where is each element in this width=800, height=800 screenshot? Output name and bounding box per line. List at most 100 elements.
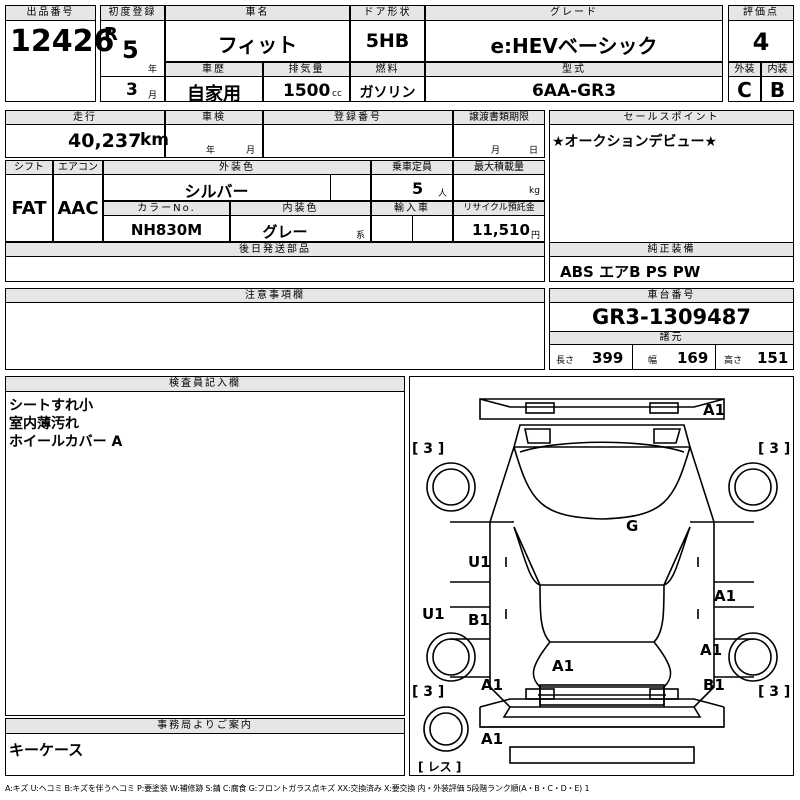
divider: [100, 76, 165, 77]
equipment: ABS エアB PS PW: [560, 263, 701, 281]
divider: [330, 175, 331, 201]
interior-grade-label: 内装: [761, 62, 794, 77]
mark-hood: G: [626, 517, 639, 535]
chassis-label: 車台番号: [549, 288, 794, 303]
capacity: 5: [412, 179, 424, 198]
color-no-label: カラーNo.: [103, 201, 230, 216]
recycle-unit: 円: [531, 231, 541, 241]
mileage: 40,237: [68, 130, 142, 152]
door-type: 5HB: [365, 30, 410, 52]
displacement-label: 排気量: [263, 62, 350, 77]
mark-left-fender: U1: [422, 605, 445, 623]
office-label: 事務局よりご案内: [5, 718, 405, 734]
history: 自家用: [187, 84, 241, 105]
inspector-note: シートすれ小: [9, 398, 93, 414]
max-load-unit: kg: [529, 186, 540, 196]
width-value: 169: [677, 349, 709, 367]
lot-number: 12426: [10, 24, 115, 59]
transfer-deadline-label: 譲渡書類期限: [453, 110, 545, 125]
tire-rear-left: [ 3 ]: [412, 684, 445, 700]
aircon-label: エアコン: [53, 160, 103, 175]
damage-diagram: A1 G U1 U1 B1 A1 A1 A1 A1 B1 A1 [ 3 ] [ …: [409, 376, 794, 776]
equipment-label: 純正装備: [549, 242, 794, 257]
int-color: グレー: [262, 223, 308, 241]
history-label: 車歴: [165, 62, 263, 77]
height-value: 151: [757, 349, 789, 367]
mark-left-rear-quarter: A1: [481, 676, 504, 694]
color-no: NH830M: [130, 221, 203, 239]
registration-month: 3: [126, 80, 138, 100]
spare-tire: [ レス ]: [418, 760, 462, 774]
capacity-unit: 人: [438, 189, 448, 199]
inspector-note: ホイールカバー A: [9, 434, 123, 450]
int-color-suffix: 系: [356, 231, 366, 241]
mark-left-rear-door: B1: [468, 611, 490, 629]
legend: A:キズ U:ヘコミ B:キズを伴うヘコミ P:要塗装 W:補修跡 S:錆 C:…: [5, 784, 590, 793]
max-load-label: 最大積載量: [453, 160, 545, 175]
transfer-day-unit: 日: [529, 146, 539, 156]
chassis-number: GR3-1309487: [591, 305, 752, 329]
car-diagram-svg: [423, 398, 778, 764]
mark-right-rear-quarter: B1: [703, 676, 725, 694]
notes-label: 注意事項欄: [5, 288, 545, 303]
inspection-month-unit: 月: [246, 146, 256, 156]
recycle-fee: 11,510: [472, 221, 530, 239]
mark-left-front-door: U1: [468, 553, 491, 571]
shift: FAT: [11, 198, 47, 219]
score: 4: [752, 28, 770, 56]
tire-icons: [423, 462, 778, 752]
exterior-grade: C: [737, 78, 752, 102]
model-label: 型式: [425, 62, 723, 77]
exterior-grade-label: 外装: [728, 62, 761, 77]
mark-right-rear-fender: A1: [700, 641, 723, 659]
score-label: 評価点: [728, 5, 794, 21]
inspector-note: 室内薄汚れ: [9, 416, 79, 432]
inspection-year-unit: 年: [206, 146, 216, 156]
mark-trunk: A1: [552, 657, 575, 675]
divider: [632, 345, 633, 370]
width-label: 幅: [648, 356, 658, 366]
era-mark: R: [104, 24, 118, 45]
height-label: 高さ: [724, 356, 743, 366]
car-name-label: 車名: [165, 5, 350, 21]
inspection-label: 車検: [165, 110, 263, 125]
office-note: キーケース: [9, 741, 84, 759]
registration-year: 5: [122, 36, 139, 64]
divider: [412, 216, 413, 242]
interior-grade: B: [769, 78, 786, 102]
grade-label: グレード: [425, 5, 723, 21]
length-value: 399: [592, 349, 624, 367]
import-label: 輸入車: [371, 201, 453, 216]
reg-number-label: 登録番号: [263, 110, 453, 125]
tire-front-right: [ 3 ]: [758, 441, 791, 457]
capacity-label: 乗車定員: [371, 160, 453, 175]
aircon: AAC: [57, 198, 99, 219]
ext-color-label: 外装色: [103, 160, 371, 175]
tire-front-left: [ 3 ]: [412, 441, 445, 457]
displacement: 1500: [283, 81, 331, 101]
displacement-unit: cc: [332, 89, 342, 99]
mileage-unit: km: [140, 130, 170, 150]
year-unit: 年: [148, 65, 158, 75]
fuel: ガソリン: [359, 85, 416, 101]
mark-front-bumper: A1: [703, 401, 726, 419]
mark-right-rear-door: A1: [714, 587, 737, 605]
divider: [715, 345, 716, 370]
first-registration-label: 初度登録: [100, 5, 165, 21]
recycle-label: リサイクル預託金: [453, 201, 545, 216]
after-parts-label: 後日発送部品: [5, 242, 545, 257]
grade: e:HEVベーシック: [490, 34, 658, 58]
ext-color: シルバー: [184, 182, 249, 201]
specs-label: 諸元: [549, 331, 794, 345]
tire-rear-right: [ 3 ]: [758, 684, 791, 700]
sales-point: ★オークションデビュー★: [552, 134, 718, 150]
fuel-label: 燃料: [350, 62, 425, 77]
transfer-month-unit: 月: [491, 146, 501, 156]
shift-label: シフト: [5, 160, 53, 175]
sales-point-label: セールスポイント: [549, 110, 794, 125]
inspector-label: 検査員記入欄: [5, 376, 405, 392]
car-name: フィット: [217, 33, 298, 57]
mileage-label: 走行: [5, 110, 165, 125]
model-code: 6AA-GR3: [531, 81, 617, 101]
month-unit: 月: [148, 91, 158, 101]
